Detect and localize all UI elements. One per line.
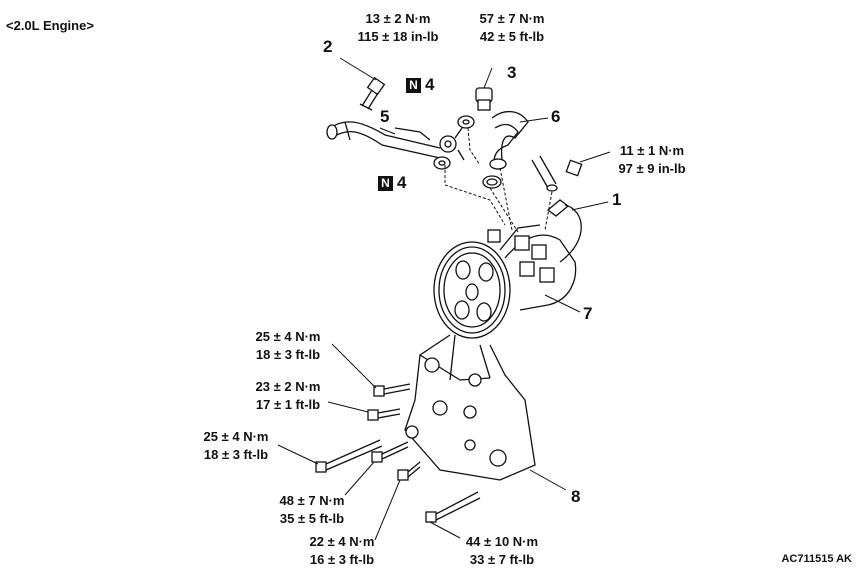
torque-ftlb: 18 ± 3 ft-lb (255, 347, 321, 362)
callout-6: 6 (551, 107, 561, 126)
gasket-4-lower (433, 156, 451, 170)
assembly-guide-lines (444, 127, 553, 233)
torque-nm: 22 ± 4 N·m (309, 534, 375, 549)
torque-ftlb: 42 ± 5 ft-lb (479, 29, 545, 44)
torque-label-bracket-bolt-c: 25 ± 4 N·m 18 ± 3 ft-lb (186, 428, 286, 464)
torque-ftlb: 18 ± 3 ft-lb (203, 447, 269, 462)
callout-4-lower: 4 (397, 173, 407, 192)
pressure-hose-5-illustration (326, 121, 465, 161)
hose-clamp-illustration (482, 175, 502, 189)
callout-7: 7 (583, 304, 593, 323)
torque-label-bracket-bolt-f: 44 ± 10 N·m 33 ± 7 ft-lb (452, 533, 552, 569)
bracket-bolts-illustration (277, 343, 481, 541)
torque-inlb: 97 ± 9 in-lb (618, 161, 686, 176)
torque-ftlb: 17 ± 1 ft-lb (255, 397, 321, 412)
torque-ftlb: 33 ± 7 ft-lb (469, 552, 535, 567)
torque-nm: 44 ± 10 N·m (465, 534, 539, 549)
torque-nm: 25 ± 4 N·m (255, 329, 321, 344)
non-reusable-badge: N (406, 78, 421, 93)
torque-nm: 57 ± 7 N·m (479, 11, 545, 26)
callout-1: 1 (612, 190, 622, 209)
callout-5: 5 (380, 107, 390, 126)
torque-label-bracket-bolt-a: 25 ± 4 N·m 18 ± 3 ft-lb (238, 328, 338, 364)
torque-label-bolt-2: 13 ± 2 N·m 115 ± 18 in-lb (348, 10, 448, 46)
torque-label-bolt-3: 57 ± 7 N·m 42 ± 5 ft-lb (462, 10, 562, 46)
callout-3: 3 (507, 63, 517, 82)
pump-bracket-8-illustration (404, 334, 567, 491)
power-steering-pump-7-illustration (433, 224, 581, 339)
torque-ftlb: 16 ± 3 ft-lb (309, 552, 375, 567)
callout-8: 8 (571, 487, 581, 506)
torque-inlb: 115 ± 18 in-lb (357, 29, 439, 44)
diagram-title: <2.0L Engine> (6, 18, 94, 33)
callout-2: 2 (323, 37, 333, 56)
figure-code: AC711515 AK (781, 553, 852, 565)
gasket-4-upper (457, 115, 475, 129)
torque-label-sensor: 11 ± 1 N·m 97 ± 9 in-lb (602, 142, 702, 178)
non-reusable-badge: N (378, 176, 393, 191)
pressure-switch-1-illustration (531, 151, 611, 263)
suction-hose-6-illustration (489, 111, 549, 170)
torque-nm: 11 ± 1 N·m (619, 143, 685, 158)
callout-4-upper: 4 (425, 75, 435, 94)
torque-label-bracket-bolt-b: 23 ± 2 N·m 17 ± 1 ft-lb (238, 378, 338, 414)
eye-bolt-3-illustration (475, 67, 493, 111)
torque-nm: 13 ± 2 N·m (365, 11, 431, 26)
torque-label-bracket-bolt-d: 48 ± 7 N·m 35 ± 5 ft-lb (262, 492, 362, 528)
torque-nm: 48 ± 7 N·m (279, 493, 345, 508)
torque-nm: 23 ± 2 N·m (255, 379, 321, 394)
bolt-2-illustration (339, 57, 386, 111)
torque-ftlb: 35 ± 5 ft-lb (279, 511, 345, 526)
torque-label-bracket-bolt-e: 22 ± 4 N·m 16 ± 3 ft-lb (292, 533, 392, 569)
torque-nm: 25 ± 4 N·m (203, 429, 269, 444)
